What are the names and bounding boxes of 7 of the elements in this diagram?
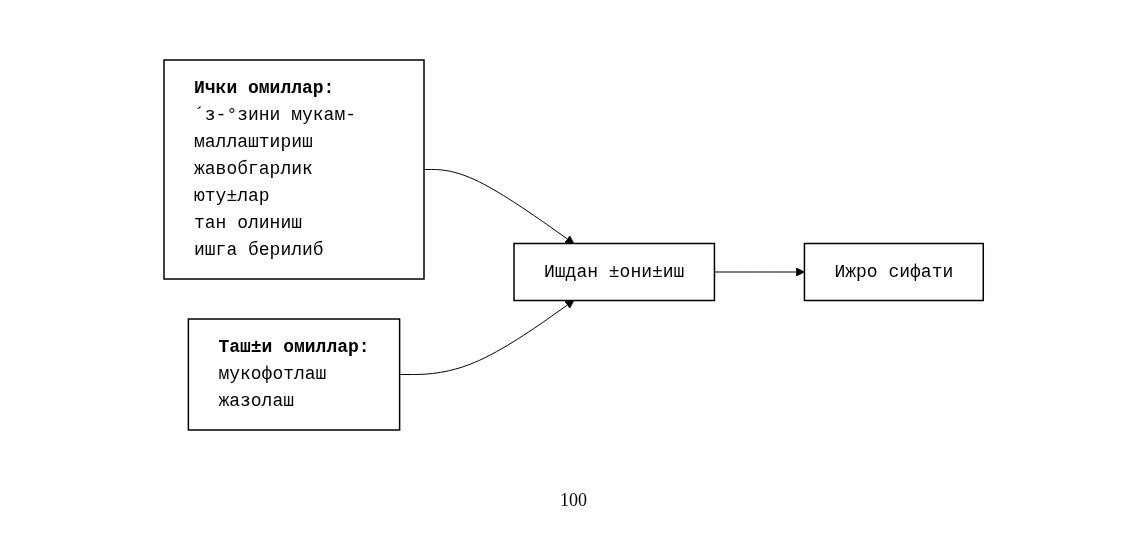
node-box: Ички омиллар: ´з-°зини мукам- маллаштириш жавобгарлик юту±лар тан олиниш ишга берилиб	[163, 59, 425, 280]
arrow	[423, 169, 575, 244]
node-box: Ижро сифати	[803, 242, 984, 302]
node-box: Таш±и омиллар: мукофотлаш жазолаш	[187, 318, 401, 431]
node-box: Ишдан ±они±иш	[513, 242, 716, 302]
page-number: 100	[559, 490, 588, 511]
arrow	[399, 300, 575, 375]
